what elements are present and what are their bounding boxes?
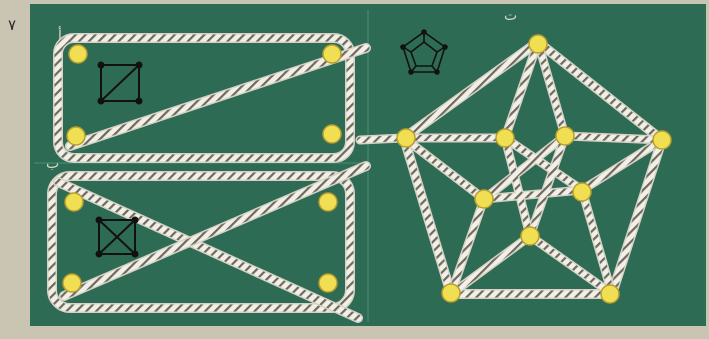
peg (573, 183, 591, 201)
peg (397, 129, 415, 147)
page-number: ٧ (8, 16, 16, 34)
peg (521, 227, 539, 245)
peg (323, 45, 341, 63)
peg (319, 193, 337, 211)
peg (65, 193, 83, 211)
peg (442, 284, 460, 302)
peg (67, 127, 85, 145)
peg (475, 190, 493, 208)
label-figure-c: ت (504, 8, 517, 24)
peg (323, 125, 341, 143)
peg (529, 35, 547, 53)
peg (319, 274, 337, 292)
peg (601, 285, 619, 303)
label-figure-b: ب (46, 156, 59, 172)
peg (556, 127, 574, 145)
label-figure-a: أ (58, 26, 62, 44)
peg (496, 129, 514, 147)
peg (63, 274, 81, 292)
peg (69, 45, 87, 63)
peg (653, 131, 671, 149)
